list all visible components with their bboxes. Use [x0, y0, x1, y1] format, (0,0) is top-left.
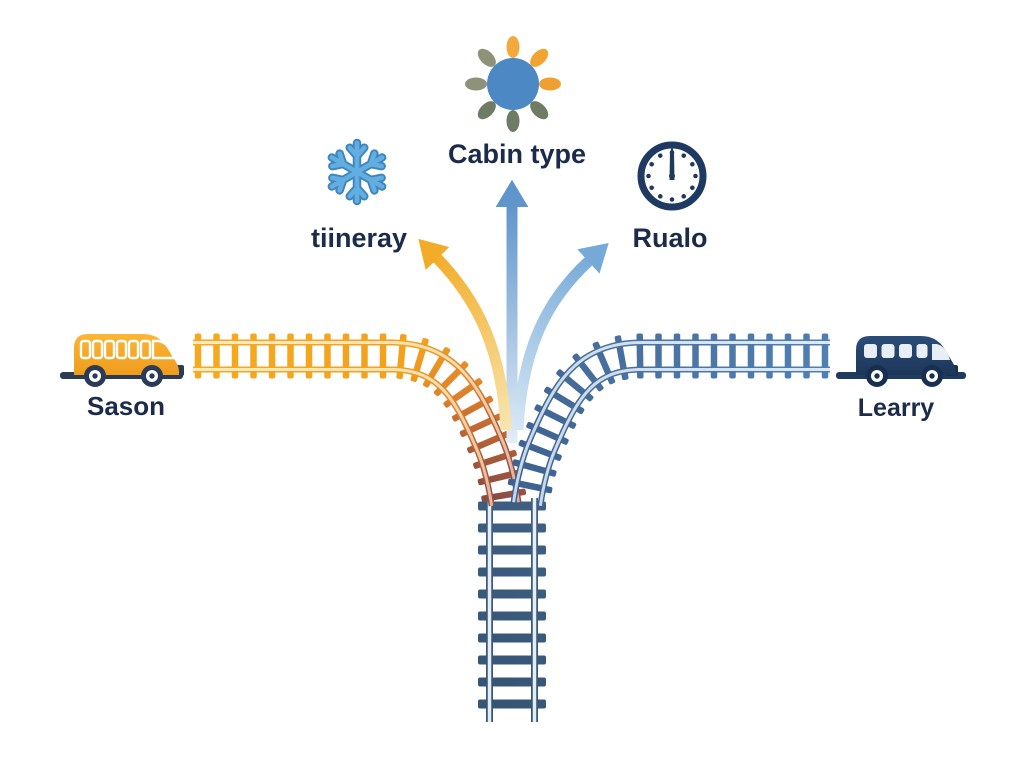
label-left-branch: tiineray: [311, 223, 407, 253]
track-tie: [478, 501, 546, 511]
clock-tick: [690, 185, 695, 191]
track-rail: [193, 339, 522, 503]
right-train-wheels: [866, 365, 943, 387]
right-track: [507, 333, 831, 507]
clock-icon: [637, 141, 707, 211]
sun-ray: [477, 101, 496, 120]
clock-tick: [690, 161, 695, 167]
clock-tick: [657, 153, 663, 158]
sun-ray: [477, 48, 496, 67]
sun-ray: [539, 77, 561, 91]
track-rail: [193, 366, 495, 507]
track-tie: [478, 655, 546, 665]
sun-ray: [506, 110, 520, 132]
clock-tick: [669, 150, 675, 155]
label-right-train: Learry: [858, 394, 935, 422]
clock-center-dot: [669, 173, 675, 179]
arrow-right-curved: [512, 242, 609, 431]
track-rail: [538, 368, 831, 507]
clock-tick: [681, 153, 687, 158]
right-train-windows: [864, 344, 950, 360]
left-train: [60, 334, 184, 387]
label-right-branch: Rualo: [632, 223, 707, 253]
snowflake-core: [329, 140, 385, 204]
sun-center: [487, 58, 539, 110]
arrow-left-curved: [418, 238, 512, 431]
label-left-train: Sason: [87, 391, 165, 421]
clock-tick: [649, 185, 654, 191]
track-tie: [478, 633, 546, 643]
left-train-wheels: [84, 365, 163, 387]
clock-tick: [657, 194, 663, 199]
left-track: [193, 333, 527, 507]
sun-ray: [506, 36, 520, 58]
clock-tick: [693, 173, 698, 179]
decision-arrows: [418, 179, 609, 443]
snowflake-icon: [327, 138, 387, 206]
clock-tick: [646, 173, 651, 179]
sun-icon: [465, 36, 561, 132]
clock-tick: [649, 161, 654, 167]
track-rail: [512, 341, 830, 503]
track-tie: [478, 677, 546, 687]
sun-ray: [530, 48, 549, 67]
sun-ray: [465, 77, 487, 91]
track-tie: [478, 545, 546, 555]
clock-tick: [669, 197, 675, 202]
track-rail: [193, 341, 520, 503]
clock-hand: [669, 147, 675, 180]
track-tie: [478, 611, 546, 621]
label-cabin-type: Cabin type: [448, 139, 586, 169]
track-tie: [478, 589, 546, 599]
track-tie: [478, 523, 546, 533]
track-tie: [478, 567, 546, 577]
right-train: [836, 336, 966, 387]
sun-ray: [530, 101, 549, 120]
clock-tick: [681, 194, 687, 199]
track-rail: [193, 368, 494, 507]
track-tie: [478, 699, 546, 709]
left-train-windows: [79, 339, 176, 360]
main-track: [478, 498, 546, 722]
